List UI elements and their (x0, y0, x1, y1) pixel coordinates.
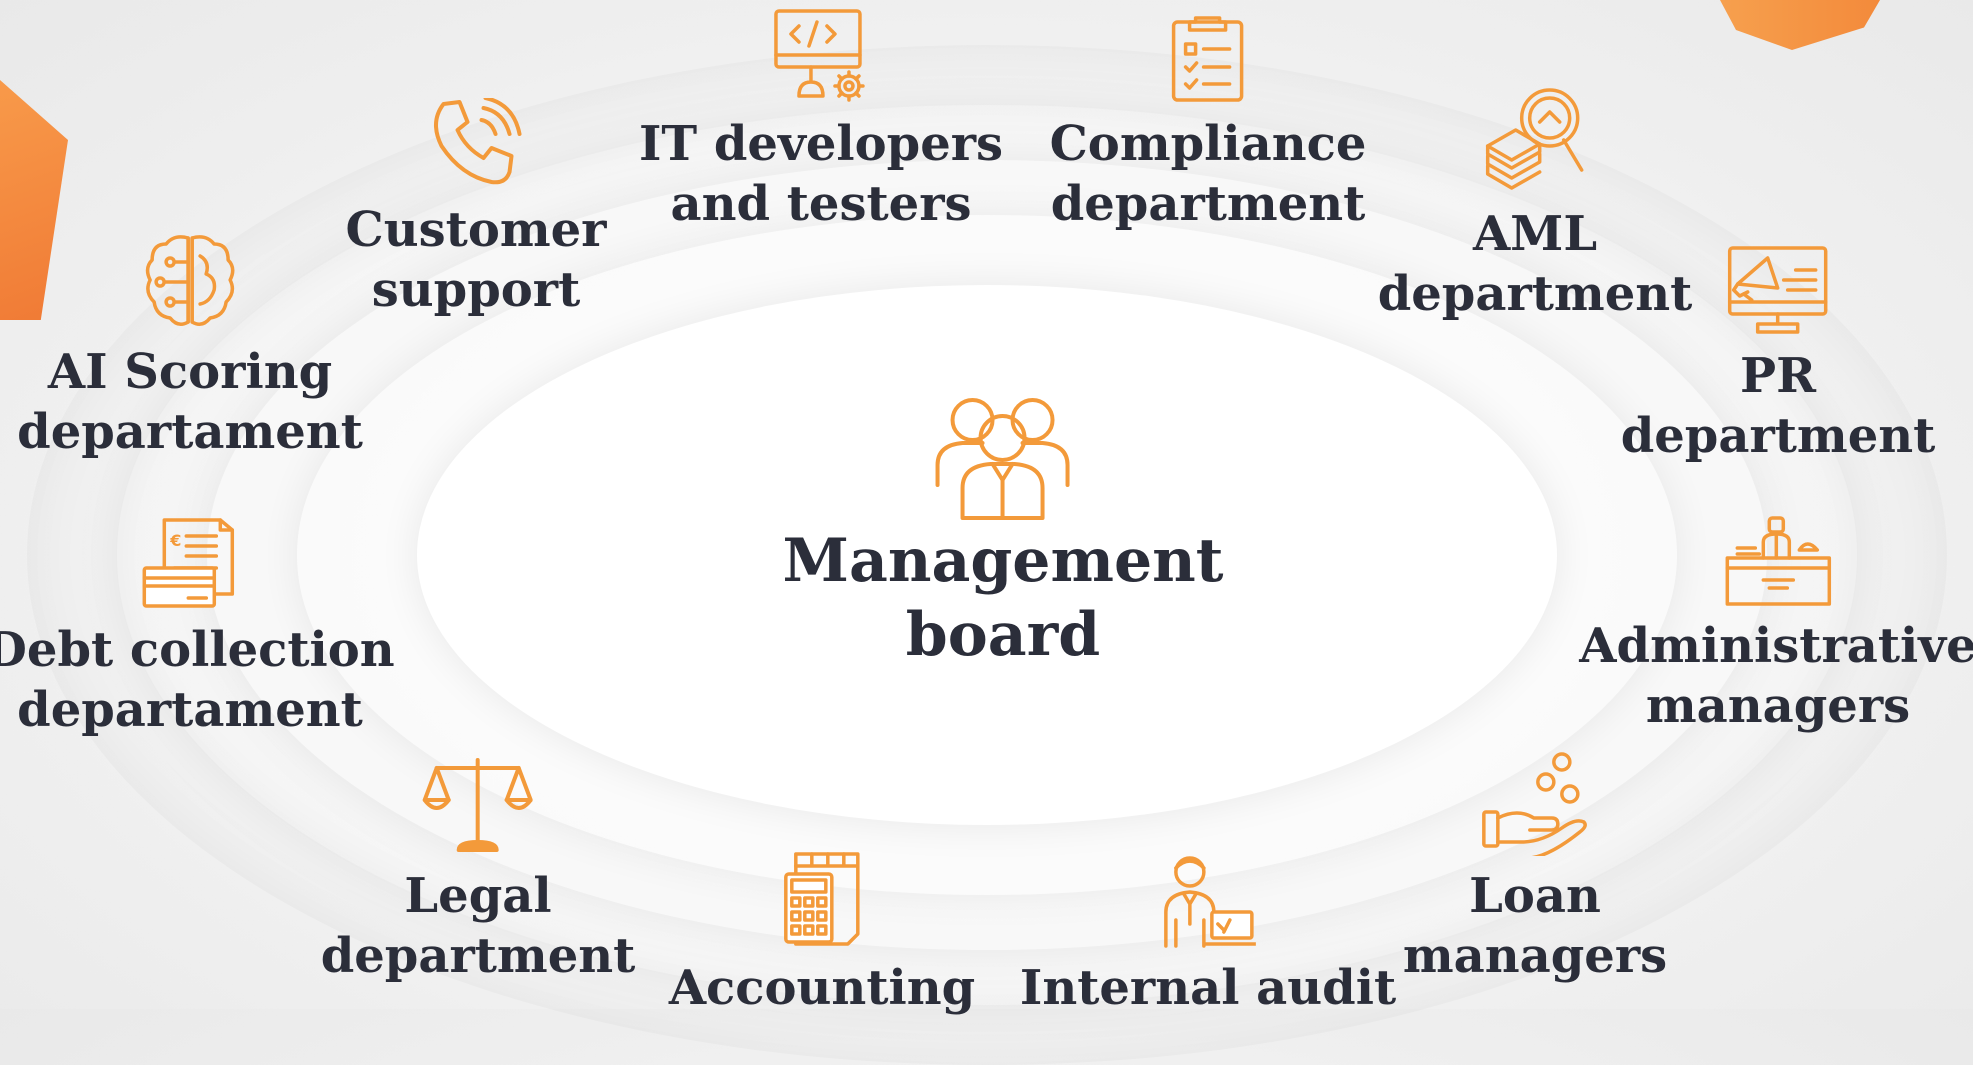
accounting-node: Accounting (669, 850, 975, 1018)
ai-scoring-label-line1: AI Scoring (47, 344, 333, 400)
administrative-managers-node: Administrative managers (1579, 514, 1973, 736)
admin-label-line1: Administrative (1579, 618, 1973, 674)
decorative-orange-shape-right (1720, 0, 1880, 50)
auditor-laptop-icon (1164, 856, 1256, 948)
customer-support-node: Customer support (345, 98, 607, 320)
debt-label-line2: departament (17, 682, 363, 738)
audit-label-line1: Internal audit (1019, 960, 1397, 1016)
hand-coins-icon (1482, 752, 1588, 856)
ai-scoring-label-line2: departament (17, 404, 363, 460)
ai-scoring-node: AI Scoring departament (17, 232, 363, 462)
compliance-label-line1: Compliance (1049, 116, 1367, 172)
center-label-line1: Management (782, 526, 1224, 596)
pr-label-line2: department (1620, 408, 1936, 464)
scales-icon (423, 758, 533, 852)
calculator-icon (784, 852, 860, 946)
clipboard-checklist-icon (1172, 16, 1244, 102)
megaphone-monitor-icon (1728, 246, 1828, 334)
svg-text:€: € (169, 531, 181, 550)
aml-label-line1: AML (1472, 206, 1598, 262)
management-board-node: Management board (782, 390, 1224, 672)
pr-label-line1: PR (1740, 348, 1816, 404)
internal-audit-node: Internal audit (1020, 852, 1396, 1018)
aml-label-line2: department (1377, 266, 1693, 322)
it-developers-node: IT developers and testers (639, 8, 1003, 234)
pr-department-node: PR department (1620, 244, 1936, 466)
accounting-label-line1: Accounting (668, 960, 976, 1016)
loan-managers-node: Loan managers (1403, 752, 1667, 986)
invoice-card-icon: € (142, 518, 234, 608)
money-magnifier-icon (1486, 88, 1584, 190)
brain-circuit-icon (145, 235, 235, 326)
compliance-department-node: Compliance department (1049, 12, 1367, 234)
legal-label-line1: Legal (404, 868, 552, 924)
aml-department-node: AML department (1377, 84, 1693, 324)
customer-support-label-line1: Customer (345, 202, 607, 258)
debt-collection-node: € Debt collection departament (0, 516, 395, 740)
background-ring-inner (416, 284, 1557, 825)
legal-department-node: Legal department (320, 756, 636, 986)
code-computer-icon (774, 9, 865, 102)
customer-support-label-line2: support (371, 262, 581, 318)
loan-label-line1: Loan (1469, 868, 1601, 924)
compliance-label-line2: department (1050, 176, 1366, 232)
debt-label-line1: Debt collection (0, 622, 395, 678)
team-icon (935, 398, 1070, 520)
admin-label-line2: managers (1645, 678, 1911, 734)
center-label-line2: board (905, 600, 1101, 670)
it-label-line1: IT developers (638, 116, 1004, 172)
legal-label-line2: department (320, 928, 636, 984)
it-label-line2: and testers (670, 176, 972, 232)
loan-label-line2: managers (1402, 928, 1668, 984)
phone-call-icon (434, 98, 522, 185)
receptionist-desk-icon (1725, 516, 1831, 606)
